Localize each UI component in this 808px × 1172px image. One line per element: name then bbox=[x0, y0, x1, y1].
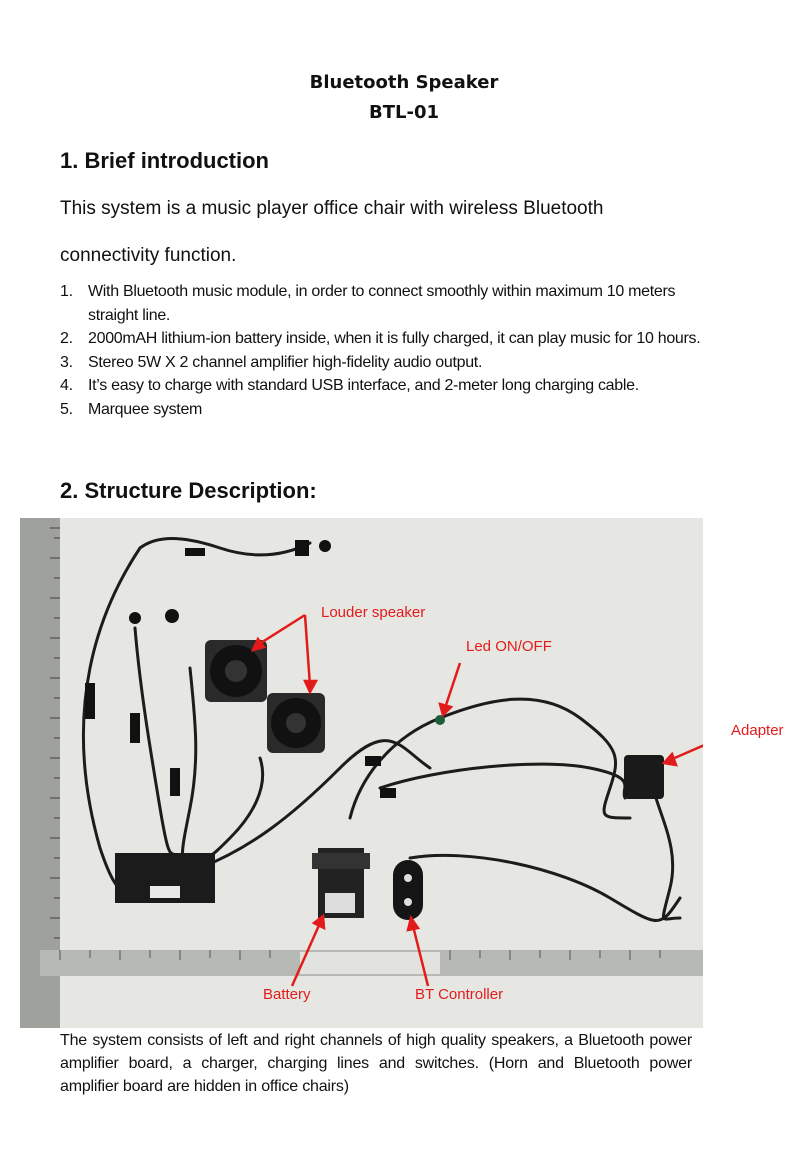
battery bbox=[312, 848, 370, 918]
vertical-ruler bbox=[20, 518, 60, 1028]
callout-louder-speaker: Louder speaker bbox=[321, 604, 426, 621]
main-cable bbox=[198, 739, 432, 870]
callout-bt-controller: BT Controller bbox=[415, 986, 504, 1003]
feature-item: 5.Marquee system bbox=[60, 400, 203, 418]
left-cable bbox=[81, 546, 142, 850]
document-title: Bluetooth Speaker bbox=[309, 72, 499, 93]
product-photo: Louder speaker Led ON/OFF Battery BT Con… bbox=[20, 518, 703, 1028]
adapter bbox=[624, 755, 664, 799]
callout-arrows bbox=[250, 613, 703, 987]
feature-item: 1.With Bluetooth music module, in order … bbox=[60, 283, 676, 324]
intro-paragraph-line-2: connectivity function. bbox=[60, 245, 237, 266]
speaker-right bbox=[267, 693, 325, 753]
bt-controller bbox=[393, 860, 423, 920]
callout-battery: Battery bbox=[263, 986, 311, 1003]
speaker-left bbox=[205, 640, 267, 702]
callout-adapter: Adapter bbox=[731, 722, 784, 739]
feature-item: 2.2000mAH lithium-ion battery inside, wh… bbox=[60, 330, 701, 347]
callout-led-on-off: Led ON/OFF bbox=[466, 638, 552, 655]
structure-summary: The system consists of left and right ch… bbox=[60, 1032, 692, 1095]
section-heading-intro: 1. Brief introduction bbox=[60, 148, 269, 173]
intro-paragraph-line-1: This system is a music player office cha… bbox=[60, 198, 604, 219]
model-number: BTL-01 bbox=[369, 102, 439, 123]
feature-item: 4.It’s easy to charge with standard USB … bbox=[60, 377, 639, 394]
feature-list: 1.With Bluetooth music module, in order … bbox=[60, 280, 710, 421]
adapter-cable bbox=[648, 776, 682, 921]
feature-item: 3.Stereo 5W X 2 channel amplifier high-f… bbox=[60, 353, 483, 371]
section-heading-structure: 2. Structure Description: bbox=[60, 478, 317, 503]
led-cable bbox=[348, 697, 632, 820]
product-components-illustration bbox=[20, 518, 703, 1028]
top-cable bbox=[138, 537, 312, 557]
